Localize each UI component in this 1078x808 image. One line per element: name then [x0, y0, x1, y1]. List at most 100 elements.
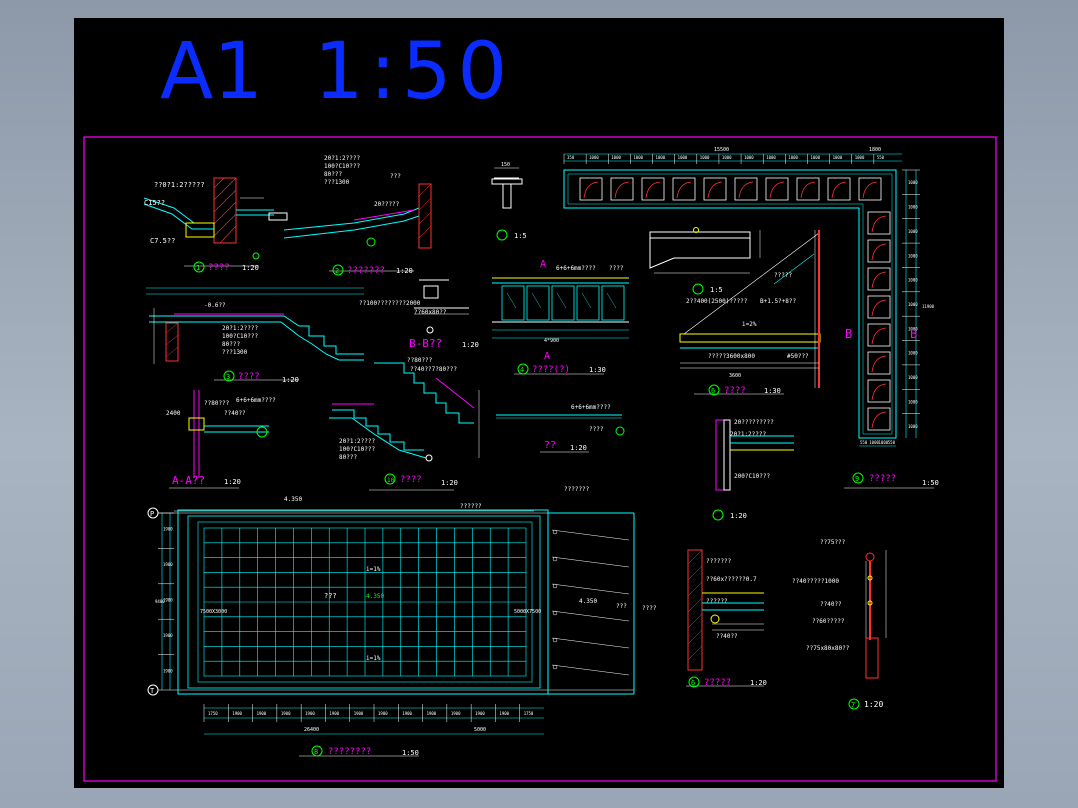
dim-label: 550: [877, 155, 885, 160]
dim-label: 1000: [908, 375, 918, 380]
svg-text:i=1%: i=1%: [366, 566, 381, 573]
svg-text:6: 6: [711, 387, 715, 395]
dim-label: 1000: [788, 155, 798, 160]
drawing-canvas[interactable]: A1 1:50 ??0?1:2????? C15?? C7.5?? 1 ????…: [74, 18, 1004, 788]
glass-hatch: [556, 292, 567, 309]
svg-text:P: P: [150, 510, 154, 518]
glass-panel: [551, 285, 575, 321]
dim-label: 1900: [163, 527, 173, 532]
tile: [867, 351, 891, 375]
svg-text:??????: ??????: [460, 503, 482, 510]
svg-text:1:20: 1:20: [242, 264, 259, 272]
dim-label: 1000: [700, 155, 710, 160]
svg-text:100?C10???: 100?C10???: [324, 163, 361, 170]
step-line: [551, 664, 630, 676]
dim-label: 1750: [208, 711, 218, 716]
cad-drawing: A1 1:50 ??0?1:2????? C15?? C7.5?? 1 ????…: [83, 27, 997, 782]
tile: [672, 177, 696, 201]
tile-curve: [645, 181, 661, 199]
svg-text:????(?): ????(?): [532, 365, 570, 375]
svg-text:???1300: ???1300: [324, 179, 350, 186]
svg-text:1:20: 1:20: [282, 376, 299, 384]
dim-label: 1000: [879, 440, 889, 445]
step-line: [551, 637, 630, 649]
detail-d6-section: ??????? ??60x??????0.7 ?????? ??40?? ???…: [642, 549, 767, 688]
svg-text:1:20: 1:20: [441, 479, 458, 487]
svg-text:????: ????: [208, 263, 230, 273]
svg-text:???: ???: [390, 173, 401, 180]
svg-text:??0?1:2?????: ??0?1:2?????: [154, 181, 205, 189]
svg-text:2400: 2400: [166, 410, 181, 417]
tile: [867, 211, 891, 235]
glass-hatch: [606, 292, 617, 309]
detail-1: ??0?1:2????? C15?? C7.5?? 1 ???? 1:20: [143, 177, 274, 273]
svg-text:4*900: 4*900: [544, 338, 559, 344]
dim-label: 1900: [354, 711, 364, 716]
svg-text:??40??: ??40??: [820, 601, 842, 608]
dim-label: 550: [888, 440, 896, 445]
svg-text:???: ???: [324, 592, 337, 600]
section-aa: 2400 ??80??? 6+6+6mm???? ??40?? A-A?? 1:…: [166, 390, 276, 489]
glass-hatch: [531, 292, 542, 309]
svg-text:????: ????: [642, 605, 657, 612]
tile: [867, 379, 891, 403]
svg-text:6+6+6mm????: 6+6+6mm????: [236, 397, 276, 404]
detail-6-canopy-section: 2??400(2500)????? B+1.5?+8?? ????? i=2% …: [679, 230, 821, 396]
dim-label: 1900: [378, 711, 388, 716]
dim-label: 1000: [908, 326, 918, 331]
dim-label: 1900: [329, 711, 339, 716]
dim-label: 1900: [257, 711, 267, 716]
dim-label: 1000: [678, 155, 688, 160]
svg-text:4.350: 4.350: [284, 496, 302, 503]
step-line: [551, 556, 630, 568]
svg-text:20?1:2????: 20?1:2????: [339, 438, 376, 445]
svg-text:??75x80x80??: ??75x80x80??: [806, 645, 850, 652]
dim-label: 1900: [427, 711, 437, 716]
svg-text:1:20: 1:20: [224, 478, 241, 486]
svg-text:??80???: ??80???: [204, 400, 230, 407]
svg-text:??: ??: [544, 440, 556, 451]
svg-text:80???: 80???: [222, 341, 240, 348]
detail-8-plan: ?????? ??????? 4.350 1900190019001900190…: [147, 486, 635, 757]
detail-11: 150 1:5: [491, 162, 527, 241]
svg-text:?????: ?????: [774, 272, 792, 279]
tile: [858, 177, 882, 201]
glass-hatch: [581, 292, 592, 309]
step-line: [551, 610, 630, 622]
svg-text:????: ????: [609, 265, 624, 272]
svg-text:1:20: 1:20: [462, 341, 479, 349]
dim-label: 1000: [611, 155, 621, 160]
svg-text:1:30: 1:30: [764, 387, 781, 395]
tile: [867, 407, 891, 431]
tile-curve: [871, 271, 887, 289]
dim-label: 1000: [744, 155, 754, 160]
svg-text:i=1%: i=1%: [366, 655, 381, 662]
detail-4: A A 4*900 6+6+6mm???? ???? 4 ????(?) 1:3…: [492, 259, 629, 375]
dim-label: 1000: [855, 155, 865, 160]
svg-text:????????: ????????: [328, 747, 371, 757]
svg-text:??????: ??????: [706, 598, 728, 605]
dim-label: 1000: [766, 155, 776, 160]
svg-text:4.350: 4.350: [366, 593, 384, 600]
detail-7-railing: ??75??? ??40?????1000 ??40?? ??60????? ?…: [792, 539, 887, 710]
dim-label: 1000: [810, 155, 820, 160]
svg-text:??40?????1000: ??40?????1000: [792, 578, 839, 585]
svg-text:???????: ???????: [564, 486, 590, 493]
svg-text:80???: 80???: [339, 454, 357, 461]
dim-label: 1000: [908, 253, 918, 258]
svg-text:B: B: [910, 327, 917, 341]
svg-text:A: A: [544, 351, 550, 362]
svg-text:20?1:2????: 20?1:2????: [324, 155, 361, 162]
section-bb: ??100????????2000 ??60x80?? B-B?? 1:20: [359, 279, 479, 350]
svg-text:1:20: 1:20: [730, 512, 747, 520]
svg-text:A-A??: A-A??: [172, 474, 205, 487]
svg-text:????: ????: [589, 426, 604, 433]
dim-label: 350: [567, 155, 575, 160]
svg-text:????: ????: [724, 386, 746, 396]
detail-3: -0.6?? 20?1:2???? 100?C10??? 80??? ???13…: [146, 287, 364, 384]
svg-text:10: 10: [387, 477, 395, 484]
svg-text:80???: 80???: [324, 171, 342, 178]
tile-curve: [862, 181, 878, 199]
